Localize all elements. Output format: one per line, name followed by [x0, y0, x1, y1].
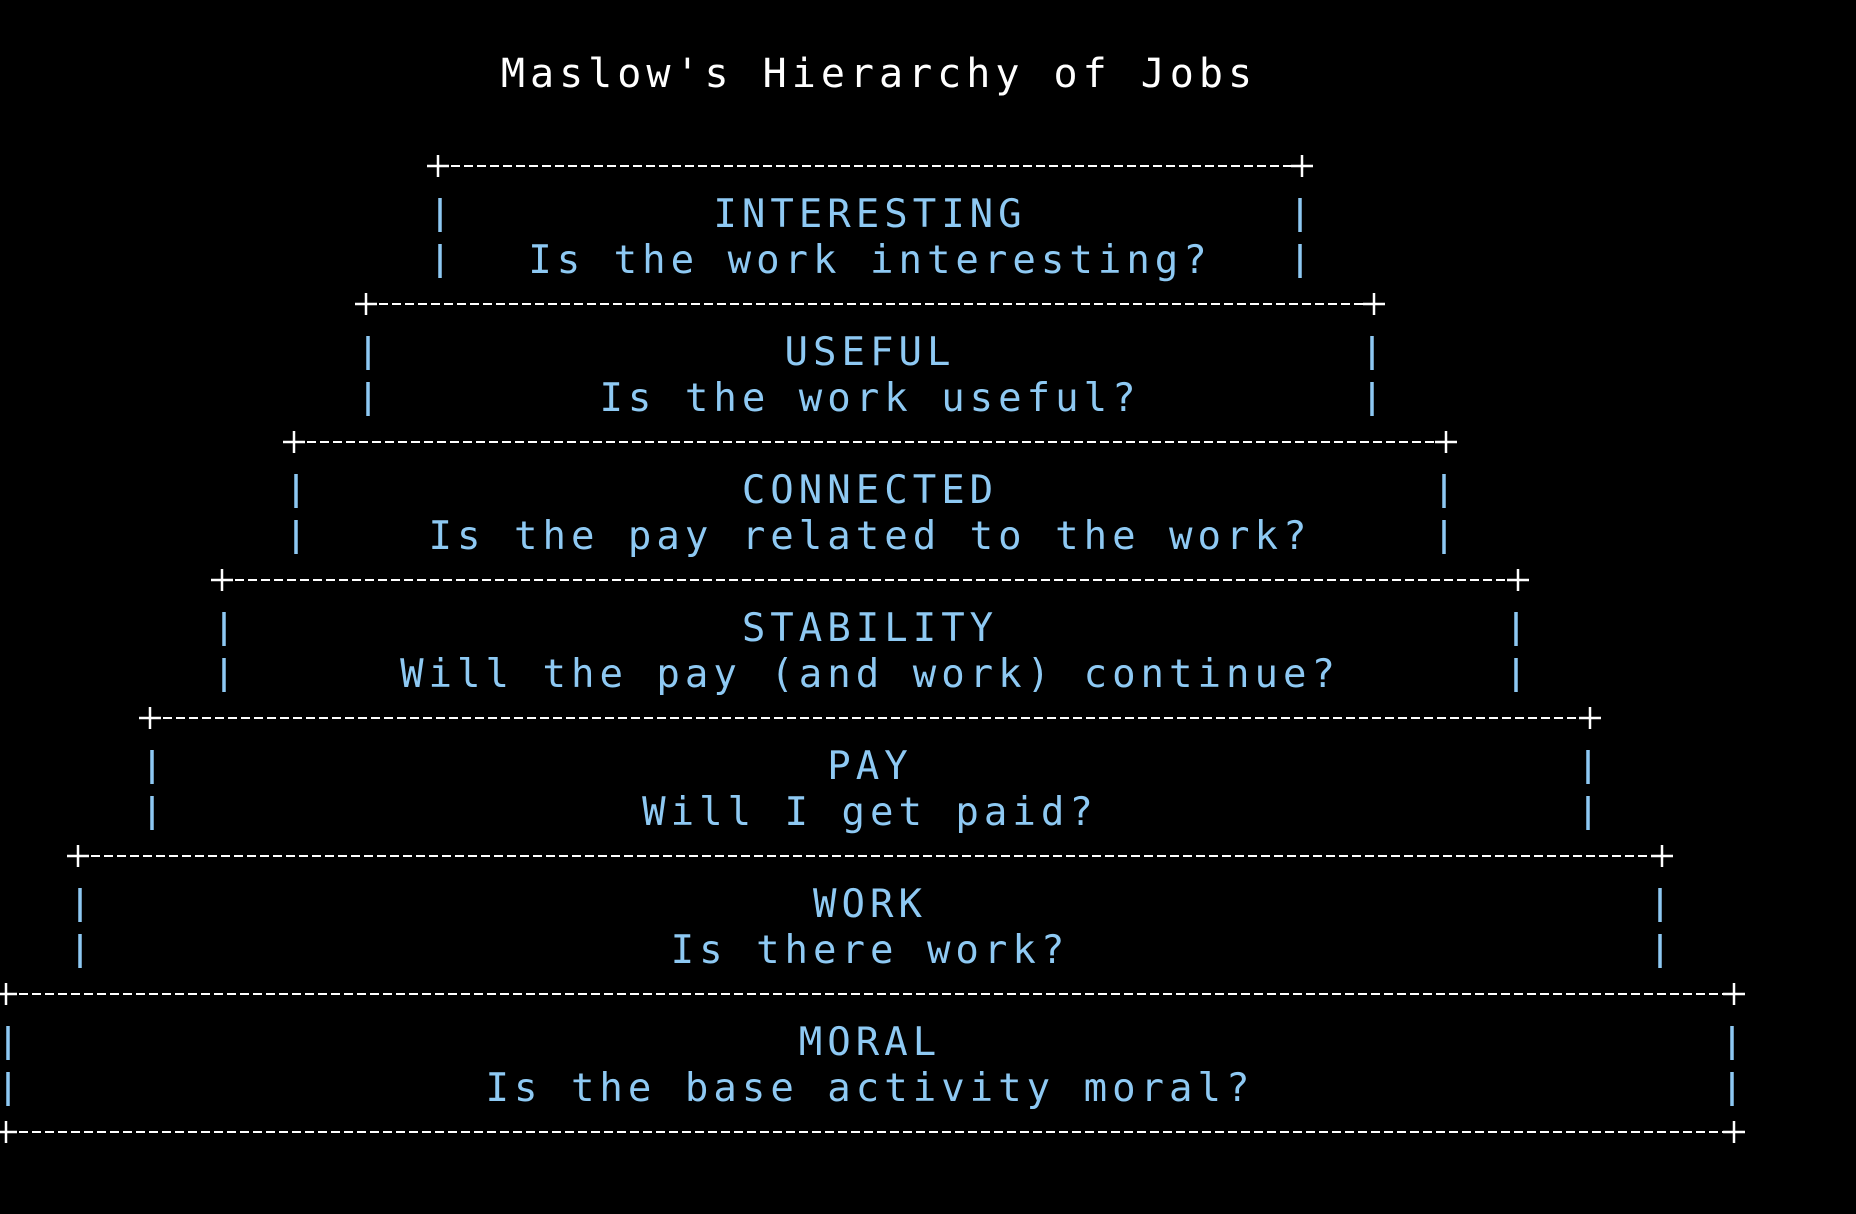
tier-name: MORAL: [799, 1020, 941, 1065]
corner-plus: [355, 293, 377, 315]
tier-question: Will the pay (and work) continue?: [400, 652, 1340, 697]
tier-edge: [427, 155, 1313, 177]
corner-plus: [139, 707, 161, 729]
corner-plus: [427, 155, 449, 177]
corner-plus: [1507, 569, 1529, 591]
corner-plus: [0, 983, 17, 1005]
tier-question: Is the work interesting?: [528, 238, 1212, 283]
corner-plus: [67, 845, 89, 867]
tier-name: CONNECTED: [742, 468, 998, 513]
tier-question: Is there work?: [671, 928, 1070, 973]
tier-name: USEFUL: [785, 330, 956, 375]
tier-edge: [67, 845, 1673, 867]
tier-edge: [211, 569, 1529, 591]
corner-plus: [1723, 1121, 1745, 1143]
corner-plus: [211, 569, 233, 591]
corner-plus: [1363, 293, 1385, 315]
tier-edge: [283, 431, 1457, 453]
tier-question: Is the base activity moral?: [486, 1066, 1255, 1111]
tier-question: Is the pay related to the work?: [429, 514, 1312, 559]
tier-name: WORK: [813, 882, 927, 927]
corner-plus: [1723, 983, 1745, 1005]
corner-plus: [283, 431, 305, 453]
tier-edge: [0, 983, 1745, 1005]
corner-plus: [1651, 845, 1673, 867]
corner-plus: [1579, 707, 1601, 729]
tier-edge: [355, 293, 1385, 315]
tier-edge: [139, 707, 1601, 729]
tier-name: STABILITY: [742, 606, 998, 651]
tier-edge: [0, 1121, 1745, 1143]
corner-plus: [1291, 155, 1313, 177]
corner-plus: [1435, 431, 1457, 453]
corner-plus: [0, 1121, 17, 1143]
tier-name: INTERESTING: [713, 192, 1026, 237]
diagram-title: Maslow's Hierarchy of Jobs: [500, 51, 1258, 97]
tier-question: Will I get paid?: [642, 790, 1098, 835]
tier-name: PAY: [827, 744, 912, 789]
tier-question: Is the work useful?: [599, 376, 1140, 421]
